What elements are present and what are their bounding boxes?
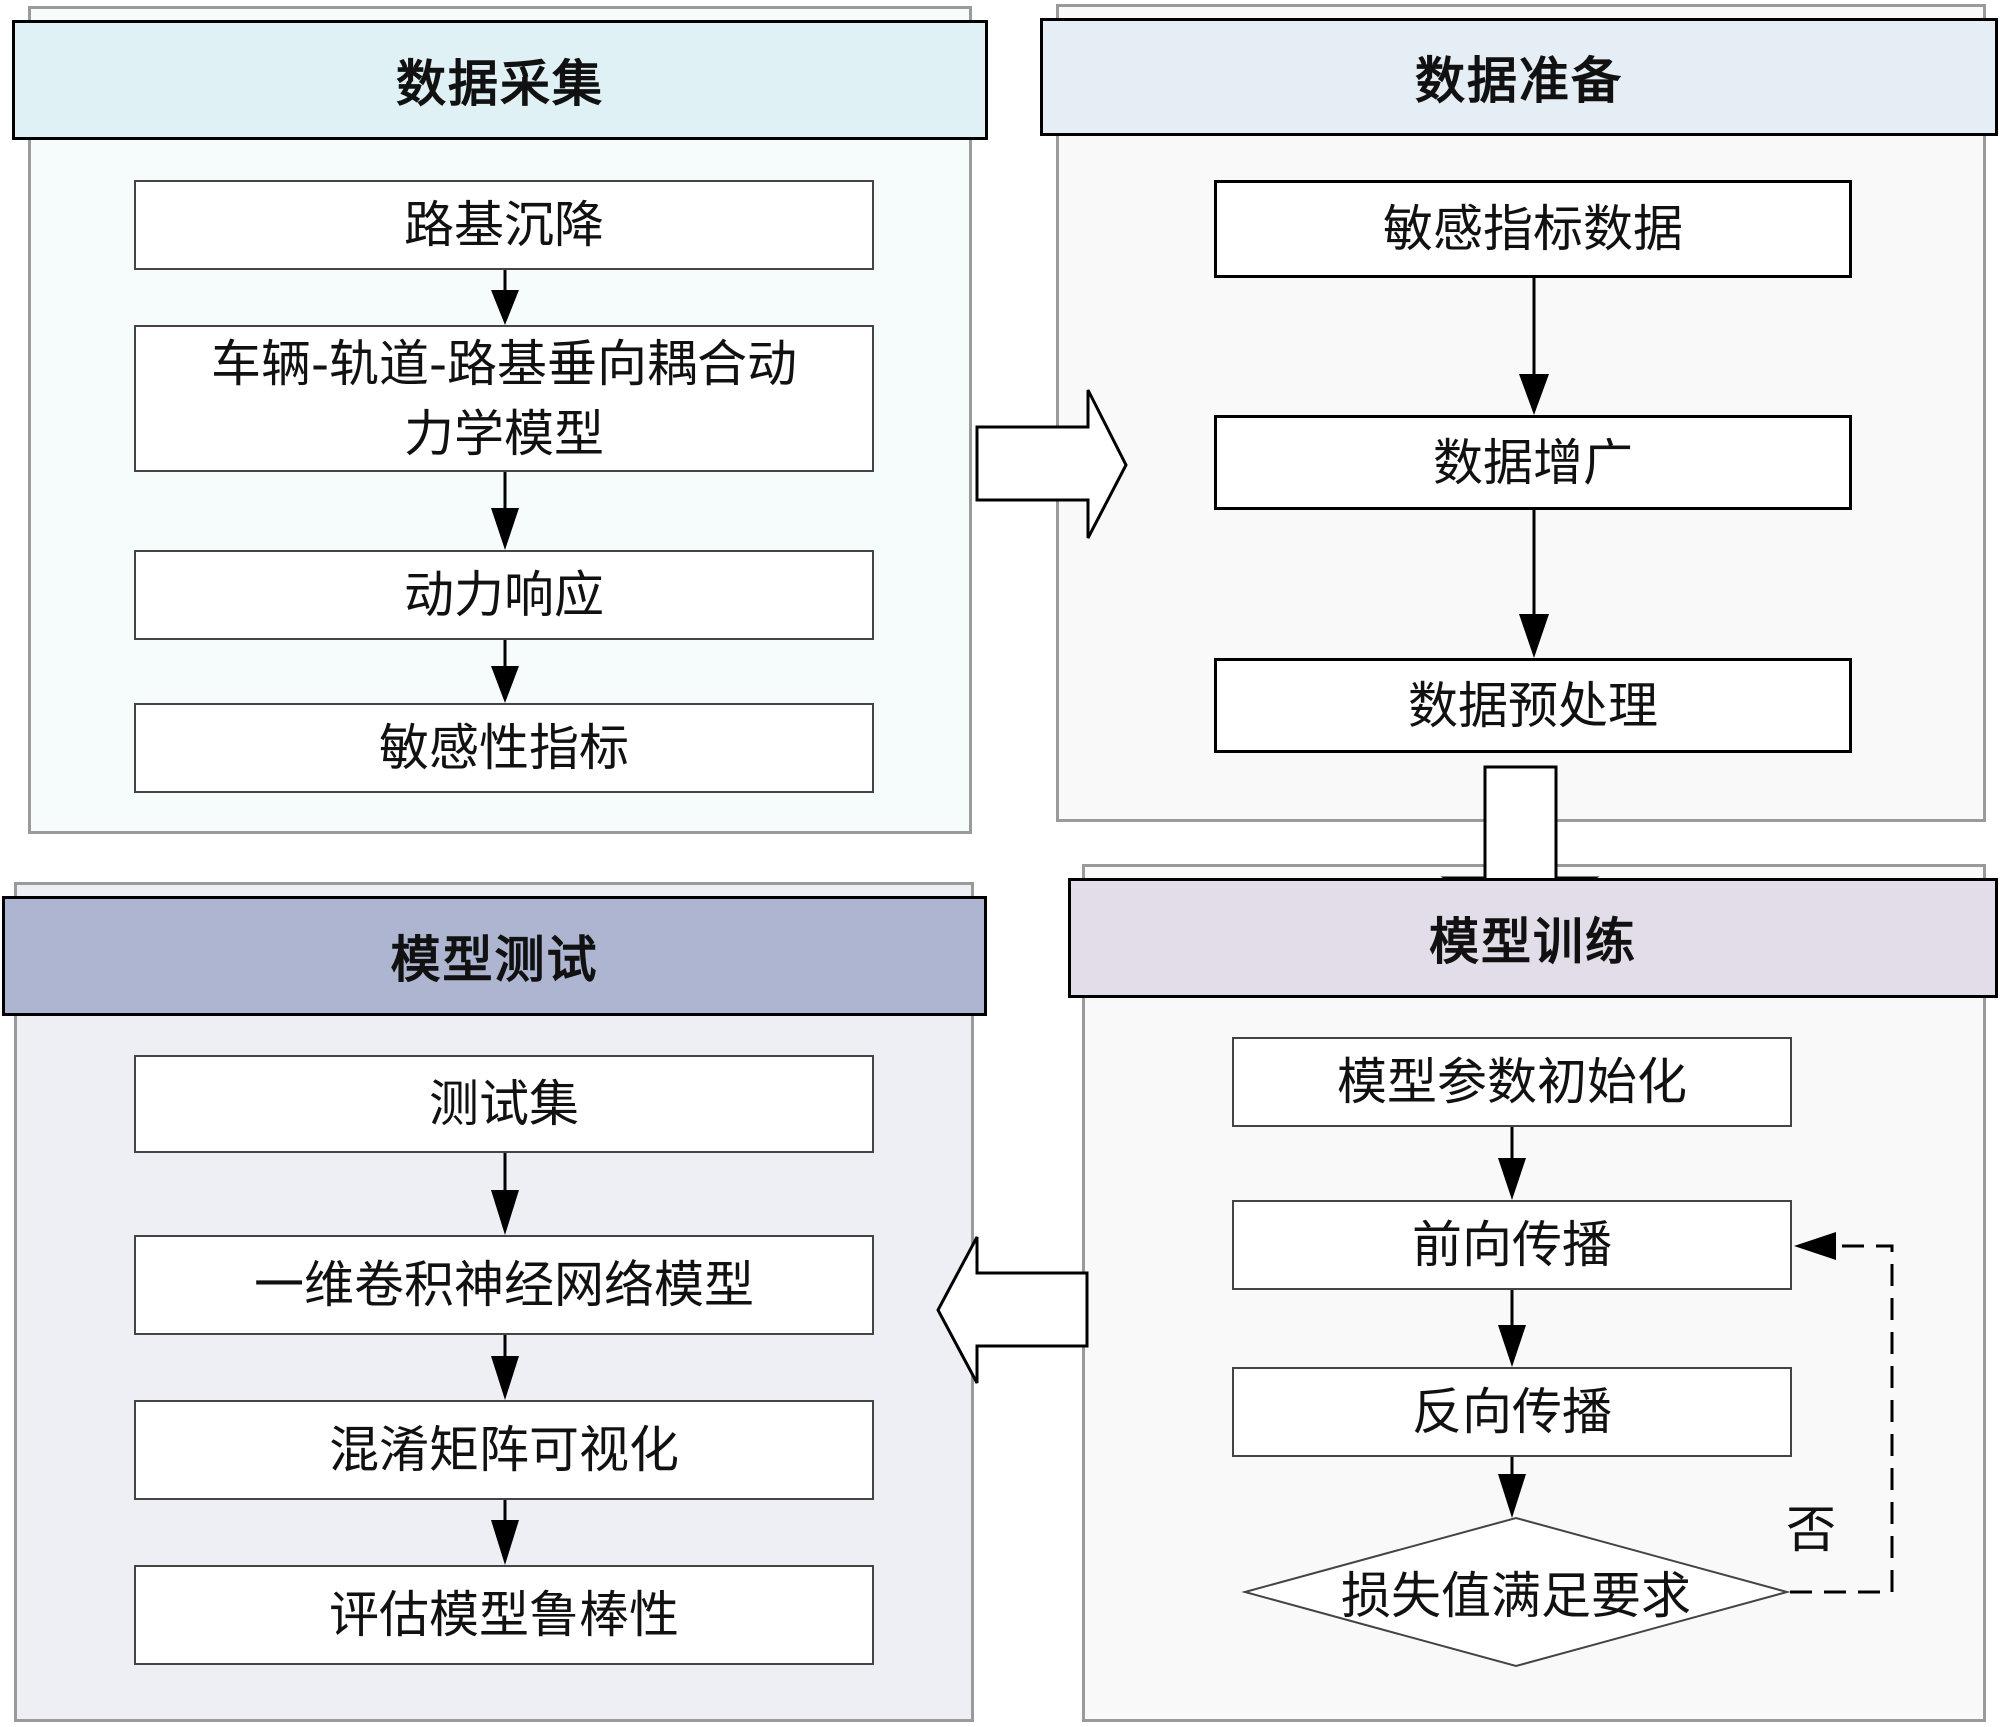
collection-step-sensitivity-index: 敏感性指标 bbox=[134, 703, 874, 793]
preparation-header: 数据准备 bbox=[1040, 18, 1998, 136]
arrow-test-3-head bbox=[491, 1520, 519, 1565]
arrow-prep-1-head bbox=[1519, 374, 1549, 415]
prep-step-preprocessing: 数据预处理 bbox=[1214, 658, 1852, 753]
arrow-test-1-head bbox=[491, 1190, 519, 1235]
collection-step-dynamic-response: 动力响应 bbox=[134, 550, 874, 640]
loop-label-no: 否 bbox=[1786, 1501, 1836, 1559]
right-block-arrow bbox=[975, 389, 1128, 539]
collection-arrows bbox=[491, 270, 519, 703]
training-header: 模型训练 bbox=[1068, 878, 1998, 998]
training-arrows bbox=[1498, 1127, 1894, 1594]
arrow-train-2-head bbox=[1498, 1325, 1526, 1367]
train-step-backward: 反向传播 bbox=[1232, 1367, 1792, 1457]
left-block-arrow bbox=[936, 1236, 1089, 1384]
arrow-collection-1-head bbox=[491, 290, 519, 325]
prep-step-sensitive-data: 敏感指标数据 bbox=[1214, 180, 1852, 278]
collection-step-coupled-model: 车辆-轨道-路基垂向耦合动力学模型 bbox=[134, 325, 874, 472]
arrow-collection-3-head bbox=[491, 666, 519, 703]
test-step-confusion-matrix: 混淆矩阵可视化 bbox=[134, 1400, 874, 1500]
loop-dashed-line bbox=[1790, 1244, 1894, 1594]
train-step-init: 模型参数初始化 bbox=[1232, 1037, 1792, 1127]
testing-arrows bbox=[491, 1153, 519, 1565]
arrow-collection-2-head bbox=[491, 508, 519, 550]
collection-step-subgrade-settlement: 路基沉降 bbox=[134, 180, 874, 270]
test-step-test-set: 测试集 bbox=[134, 1055, 874, 1153]
prep-step-augmentation: 数据增广 bbox=[1214, 415, 1852, 510]
arrow-train-3-head bbox=[1498, 1474, 1526, 1518]
arrow-prep-2-head bbox=[1519, 614, 1549, 658]
arrow-test-2-head bbox=[491, 1356, 519, 1400]
training-panel bbox=[1082, 864, 1986, 1722]
loop-arrow-head bbox=[1794, 1232, 1836, 1260]
decision-label: 损失值满足要求 bbox=[1341, 1567, 1691, 1625]
collection-header: 数据采集 bbox=[12, 20, 988, 140]
train-step-forward: 前向传播 bbox=[1232, 1200, 1792, 1290]
test-step-robustness: 评估模型鲁棒性 bbox=[134, 1565, 874, 1665]
preparation-arrows bbox=[1519, 278, 1549, 658]
test-step-1d-cnn: 一维卷积神经网络模型 bbox=[134, 1235, 874, 1335]
arrow-train-1-head bbox=[1498, 1158, 1526, 1200]
testing-header: 模型测试 bbox=[2, 896, 987, 1016]
